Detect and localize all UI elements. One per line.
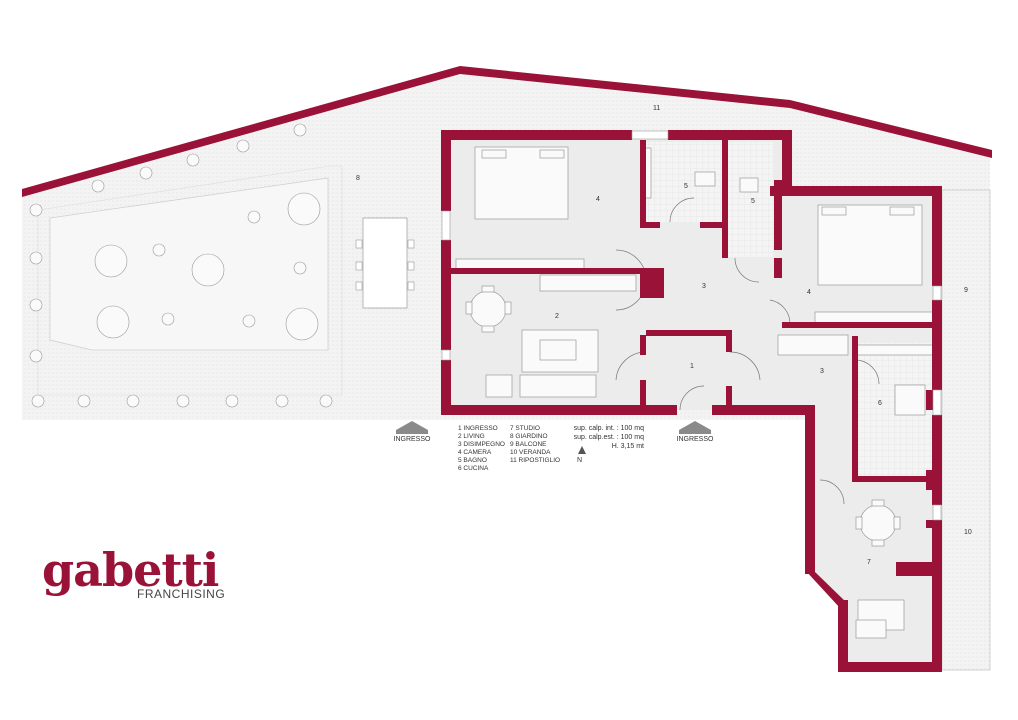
bathroom-2-floor: [727, 142, 773, 257]
spec-sup-est: sup. calp.est. : 100 mq: [573, 434, 644, 441]
veranda-area: [941, 189, 991, 671]
legend-item: 6 CUCINA: [458, 465, 489, 472]
room-label-7: 7: [867, 559, 871, 566]
spec-sup-int: sup. calp. int. : 100 mq: [573, 425, 644, 432]
entrance-left: INGRESSO: [390, 421, 434, 443]
room-label-4a: 4: [596, 196, 600, 203]
north-label: N: [577, 457, 582, 464]
room-label-8: 8: [356, 175, 360, 182]
legend-item: 11 RIPOSTIGLIO: [510, 457, 561, 464]
logo-subtitle: FRANCHISING: [137, 587, 226, 601]
legend-item: 9 BALCONE: [510, 441, 547, 448]
legend-column-2: 7 STUDIO 8 GIARDINO 9 BALCONE 10 VERANDA…: [510, 425, 560, 465]
legend-item: 8 GIARDINO: [510, 433, 548, 440]
garden-path: [37, 165, 343, 396]
legend-item: 7 STUDIO: [510, 425, 540, 432]
room-label-2: 2: [555, 313, 559, 320]
room-label-3a: 3: [702, 283, 706, 290]
room-label-11: 11: [653, 105, 660, 112]
legend-column-1: 1 INGRESSO 2 LIVING 3 DISIMPEGNO 4 CAMER…: [458, 425, 505, 473]
entrance-right: INGRESSO: [673, 421, 717, 443]
room-label-6: 6: [878, 400, 882, 407]
room-label-3b: 3: [820, 368, 824, 375]
walls: [22, 66, 992, 672]
surface-specs: sup. calp. int. : 100 mq sup. calp.est. …: [564, 424, 644, 451]
logo-wordmark: gabetti: [42, 543, 219, 597]
room-label-5b: 5: [751, 198, 755, 205]
legend-item: 1 INGRESSO: [458, 425, 498, 432]
outdoor-table: [362, 217, 408, 309]
legend-item: 10 VERANDA: [510, 449, 551, 456]
entrance-arrow-icon: [679, 421, 711, 430]
entrance-left-label: INGRESSO: [393, 436, 431, 443]
legend-item: 3 DISIMPEGNO: [458, 441, 505, 448]
legend-item: 2 LIVING: [458, 433, 485, 440]
room-label-5a: 5: [684, 183, 688, 190]
north-arrow-icon: N: [577, 446, 586, 464]
legend-item: 4 CAMERA: [458, 449, 492, 456]
round-tables: [465, 285, 901, 547]
room-label-10: 10: [964, 529, 972, 536]
windows: [441, 130, 942, 521]
furniture: [455, 146, 936, 639]
entrance-arrow-icon: [396, 421, 428, 430]
entrance-right-label: INGRESSO: [676, 436, 714, 443]
legend-item: 5 BAGNO: [458, 457, 487, 464]
spec-height: H. 3,15 mt: [611, 443, 644, 450]
room-label-4b: 4: [807, 289, 811, 296]
tree-icons: [29, 123, 333, 408]
room-label-1: 1: [690, 363, 694, 370]
gabetti-logo: gabetti FRANCHISING: [42, 545, 225, 601]
room-label-9: 9: [964, 287, 968, 294]
